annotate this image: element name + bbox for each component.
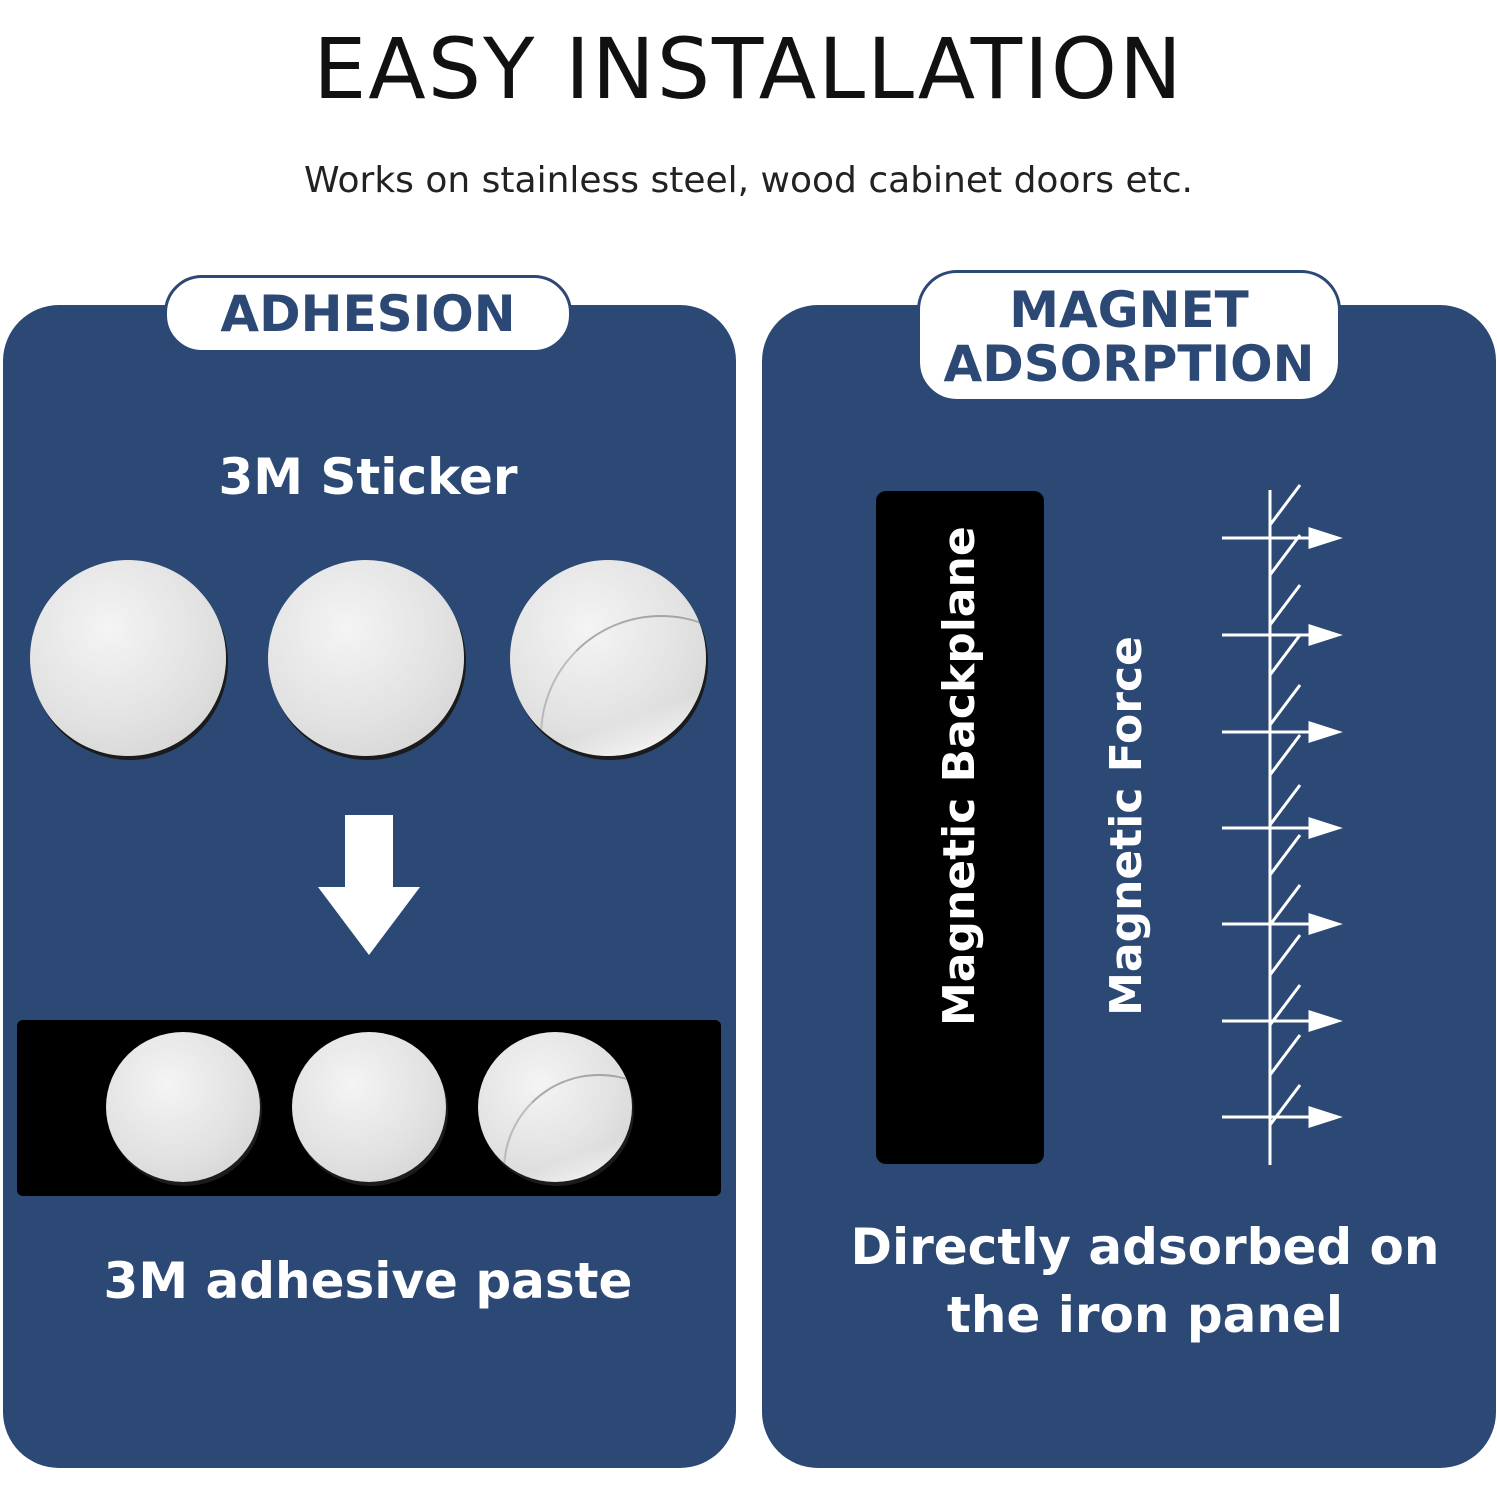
adsorption-caption: Directly adsorbed on the iron panel (840, 1213, 1450, 1349)
magnetic-force-diagram (1222, 484, 1343, 1165)
down-arrow-icon (318, 815, 420, 955)
magnet-tab: MAGNET ADSORPTION (917, 270, 1341, 402)
page-title: EASY INSTALLATION (313, 20, 1184, 118)
adhesive-disc-icon (292, 1032, 446, 1182)
page-subtitle: Works on stainless steel, wood cabinet d… (304, 160, 1193, 201)
adhesive-disc-icon (106, 1032, 260, 1182)
adhesive-disc-peeled-icon (478, 1032, 632, 1182)
adsorption-caption-line1: Directly adsorbed on (850, 1218, 1440, 1276)
force-label: Magnetic Force (1101, 636, 1152, 1016)
sticker-disc-icon (30, 560, 226, 756)
sticker-disc-icon (268, 560, 464, 756)
sticker-disc-peeled-icon (510, 560, 706, 756)
adsorption-caption-line2: the iron panel (946, 1286, 1344, 1344)
magnet-tab-line2: ADSORPTION (943, 335, 1315, 393)
magnetic-force-arrow-icon (1222, 526, 1343, 1129)
sticker-label: 3M Sticker (218, 448, 518, 506)
backplane-label: Magnetic Backplane (934, 526, 985, 1026)
paste-label: 3M adhesive paste (103, 1252, 633, 1310)
iron-wall-hatch-icon (1268, 484, 1302, 1165)
magnetic-backplane (876, 491, 1044, 1164)
magnet-tab-line1: MAGNET (1009, 281, 1249, 339)
adhesion-tab: ADHESION (164, 275, 572, 353)
